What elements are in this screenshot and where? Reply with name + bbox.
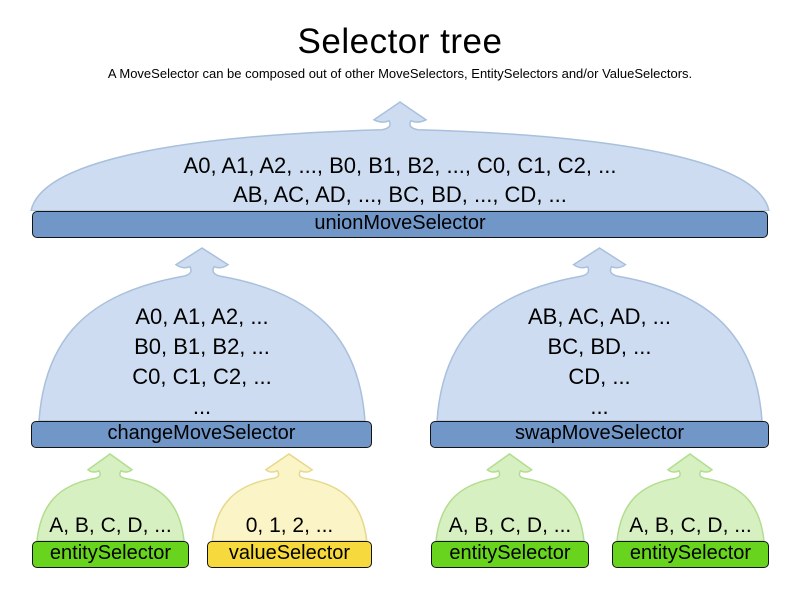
swap-balloon-shape [436,247,763,421]
change-line: ... [192,394,212,419]
change-move-selector-bar: changeMoveSelector [31,421,372,448]
page-subtitle: A MoveSelector can be composed out of ot… [107,66,693,81]
swap-line: CD, ... [568,364,631,389]
entity-selector-bar-3: entitySelector [612,541,769,568]
entity-selector-bar-2: entitySelector [431,541,589,568]
union-line: AB, AC, AD, ..., BC, BD, ..., CD, ... [233,182,567,207]
change-line: C0, C1, C2, ... [132,364,272,389]
swap-line: ... [590,394,609,419]
value-selector-bar: valueSelector [207,541,372,568]
change-line: B0, B1, B2, ... [134,334,270,359]
entity1-line: A, B, C, D, ... [49,514,172,537]
swap-move-selector-bar: swapMoveSelector [430,421,769,448]
entity1-balloon-text: A, B, C, D, ... [32,512,189,540]
entity-selector-bar-1: entitySelector [32,541,189,568]
value-line: 0, 1, 2, ... [245,514,334,537]
swap-balloon-text: AB, AC, AD, ... BC, BD, ... CD, ... ... [430,302,769,422]
change-balloon-shape [38,247,366,421]
change-balloon-text: A0, A1, A2, ... B0, B1, B2, ... C0, C1, … [32,302,372,422]
entity2-balloon-shape [435,453,585,541]
entity3-line: A, B, C, D, ... [629,514,752,537]
entity3-balloon-shape [616,453,765,541]
union-line: A0, A1, A2, ..., B0, B1, B2, ..., C0, C1… [183,153,617,178]
value-balloon-shape [211,453,368,541]
swap-line: AB, AC, AD, ... [527,304,672,329]
entity3-balloon-text: A, B, C, D, ... [612,512,769,540]
union-balloon-text: A0, A1, A2, ..., B0, B1, B2, ..., C0, C1… [25,151,775,209]
union-balloon-shape [30,101,770,211]
entity2-line: A, B, C, D, ... [448,514,572,537]
value-balloon-text: 0, 1, 2, ... [207,512,372,540]
change-line: A0, A1, A2, ... [135,304,269,329]
entity2-balloon-text: A, B, C, D, ... [431,512,589,540]
page-title: Selector tree [297,22,503,61]
swap-line: BC, BD, ... [547,334,652,359]
union-move-selector-bar: unionMoveSelector [32,211,768,238]
entity1-balloon-shape [36,453,185,541]
